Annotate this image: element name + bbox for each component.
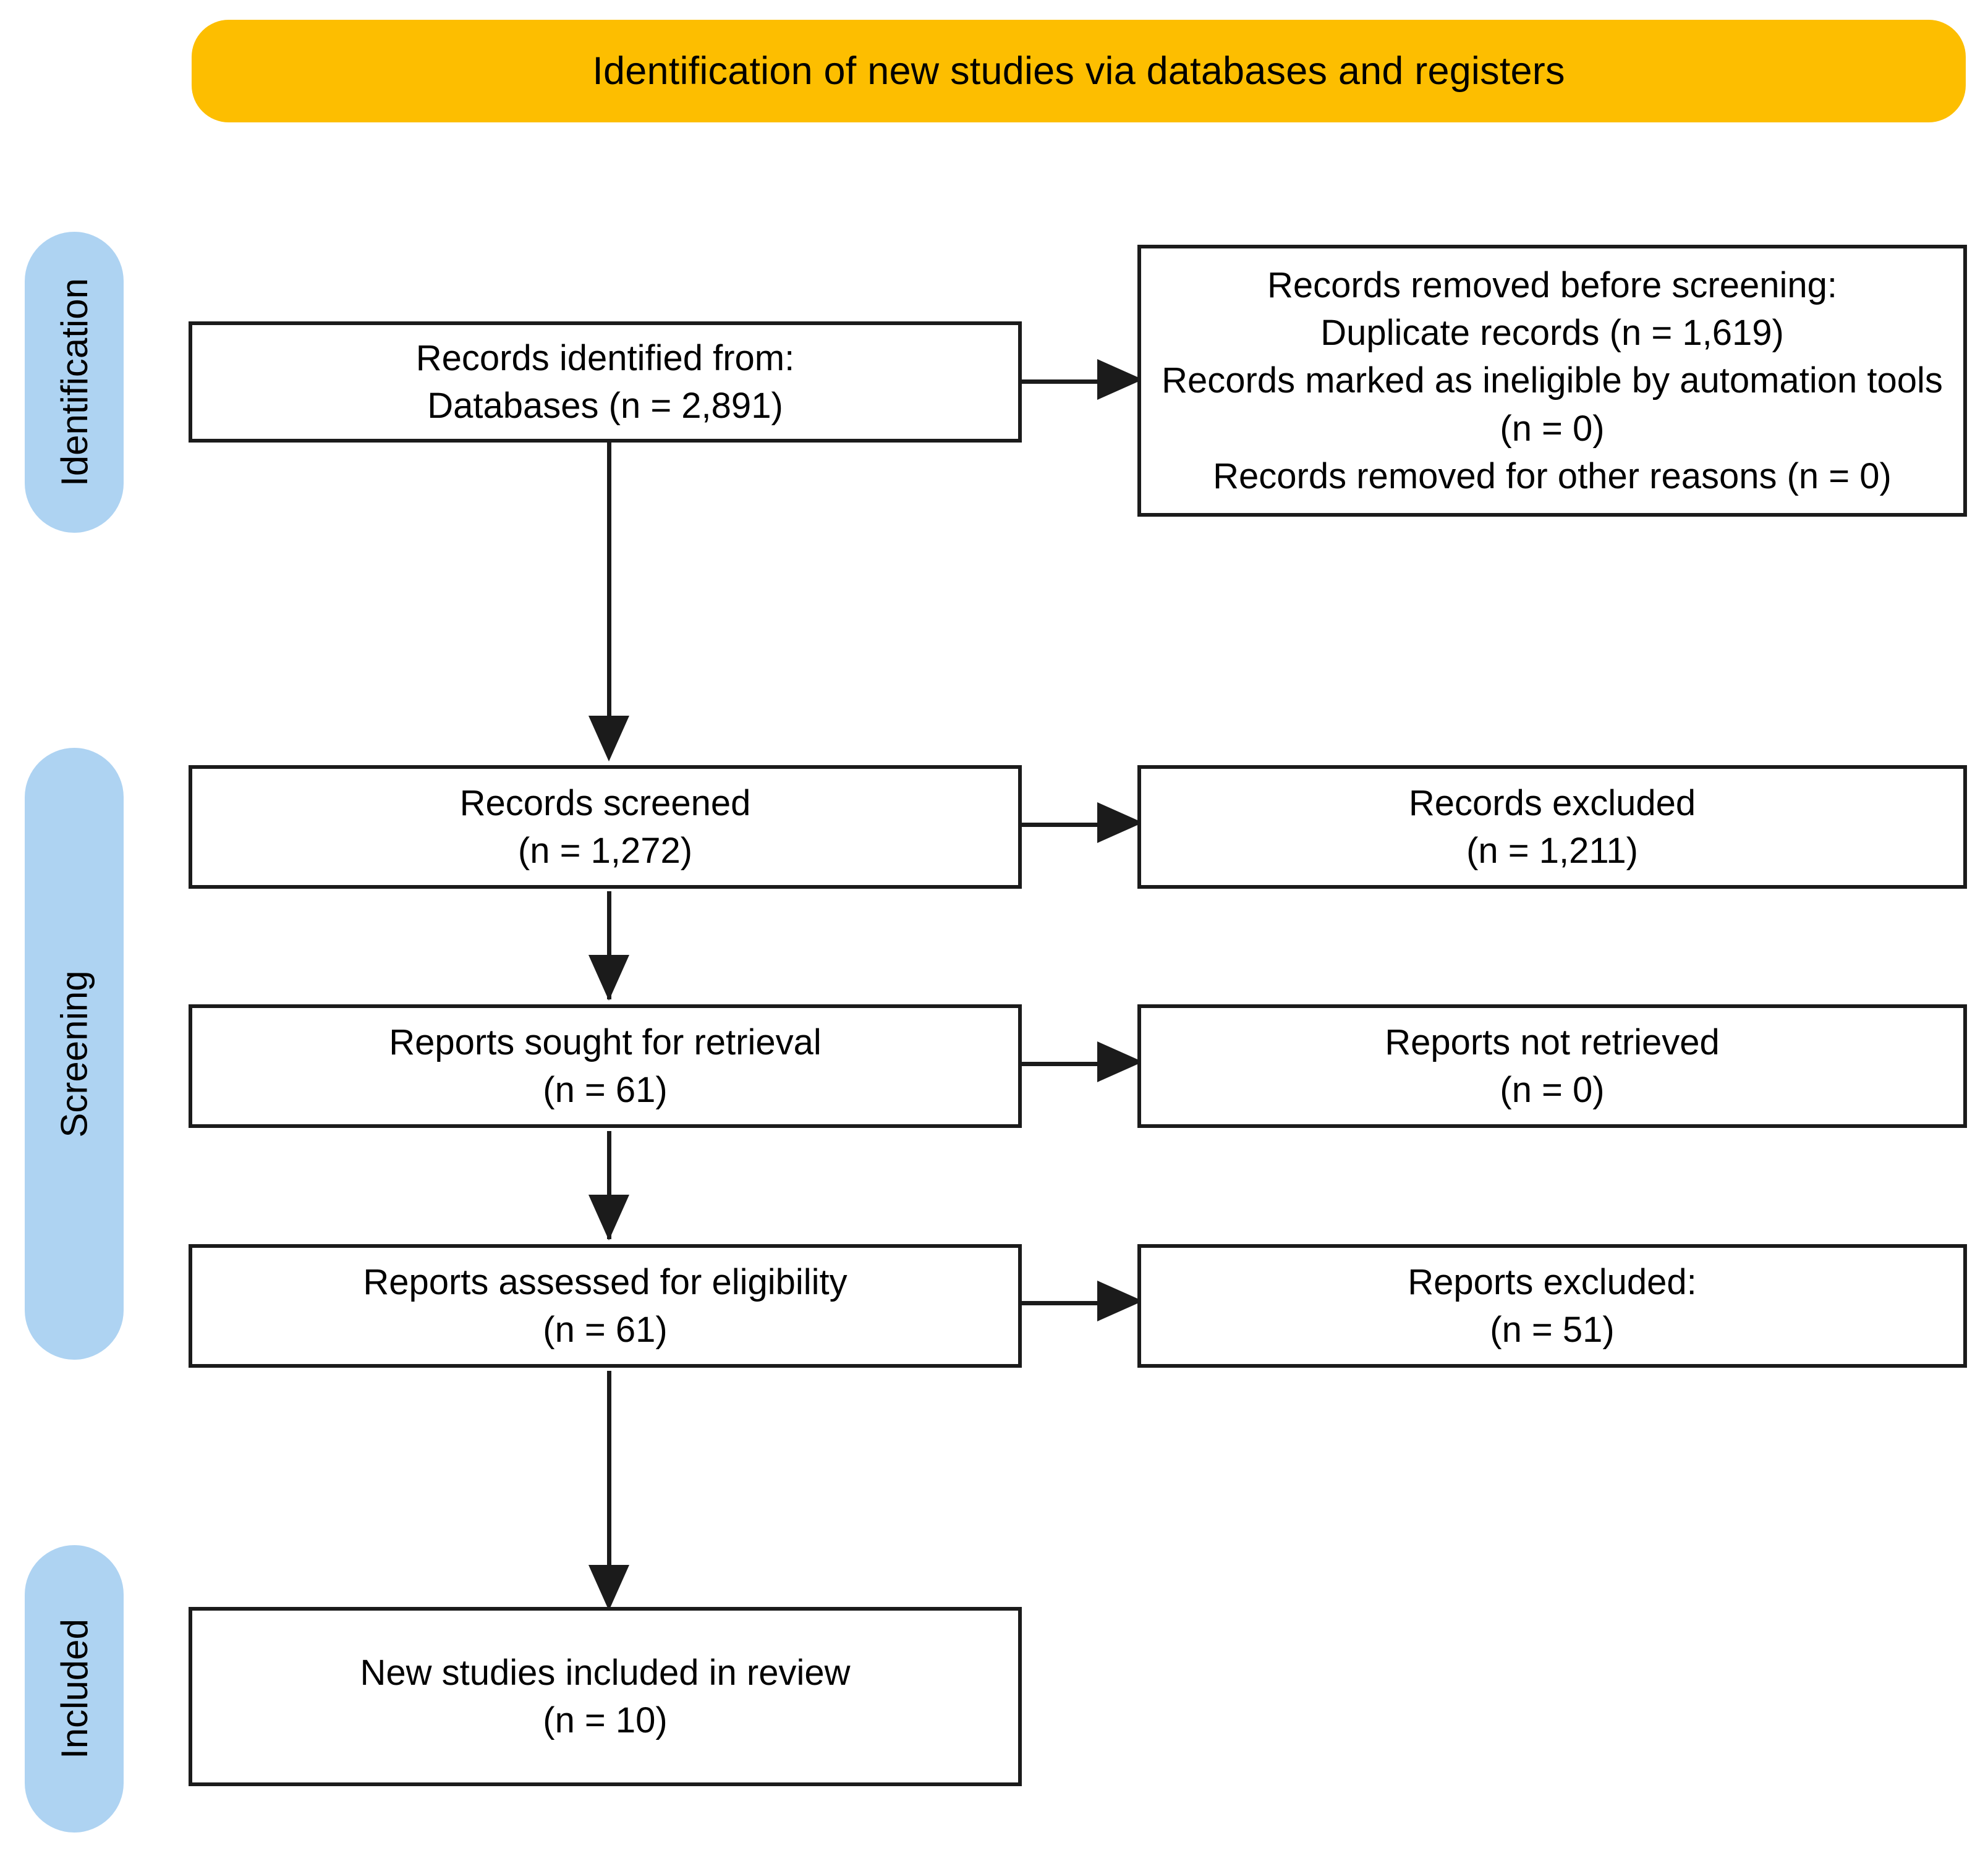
connector-identified-to-screened (607, 440, 611, 743)
reports-excluded-line-1: Reports excluded: (1408, 1261, 1697, 1302)
records-identified-line-2: Databases (n = 2,891) (427, 386, 783, 426)
connector-identified-to-removed (1019, 379, 1108, 384)
connector-screened-to-sought (607, 891, 611, 999)
box-reports-sought[interactable]: Reports sought for retrieval (n = 61) (189, 1004, 1022, 1128)
stage-pill-identification: Identification (25, 232, 124, 533)
diagram-title-banner: Identification of new studies via databa… (192, 20, 1966, 122)
reports-sought-line-1: Reports sought for retrieval (389, 1022, 822, 1062)
box-records-removed[interactable]: Records removed before screening: Duplic… (1137, 245, 1967, 517)
arrowhead-sought-to-assessed (588, 1195, 629, 1240)
reports-assessed-line-1: Reports assessed for eligibility (363, 1261, 847, 1302)
arrowhead-sought-to-not-retrieved (1097, 1041, 1143, 1082)
arrowhead-screened-to-excluded (1097, 802, 1143, 843)
connector-sought-to-not-retrieved (1019, 1062, 1108, 1066)
records-screened-line-1: Records screened (459, 782, 751, 823)
arrowhead-assessed-to-excluded (1097, 1281, 1143, 1321)
box-records-identified[interactable]: Records identified from: Databases (n = … (189, 321, 1022, 443)
new-studies-included-line-1: New studies included in review (360, 1652, 851, 1693)
box-records-screened[interactable]: Records screened (n = 1,272) (189, 765, 1022, 889)
records-excluded-line-2: (n = 1,211) (1466, 831, 1638, 871)
reports-not-retrieved-line-1: Reports not retrieved (1385, 1022, 1720, 1062)
page-title: Identification of new studies via databa… (592, 49, 1565, 93)
records-removed-line-3: Records marked as ineligible by automati… (1162, 360, 1943, 449)
arrowhead-identified-to-screened (588, 716, 629, 761)
arrowhead-assessed-to-included (588, 1565, 629, 1611)
new-studies-included-line-2: (n = 10) (543, 1700, 668, 1740)
arrowhead-screened-to-sought (588, 955, 629, 1001)
stage-pill-screening: Screening (25, 748, 124, 1360)
reports-assessed-line-2: (n = 61) (543, 1310, 668, 1350)
records-excluded-line-1: Records excluded (1408, 782, 1696, 823)
box-reports-assessed[interactable]: Reports assessed for eligibility (n = 61… (189, 1244, 1022, 1368)
records-screened-line-2: (n = 1,272) (517, 831, 693, 871)
connector-sought-to-assessed (607, 1131, 611, 1239)
arrowhead-identified-to-removed (1097, 359, 1143, 400)
stage-label-included: Included (53, 1619, 95, 1759)
box-new-studies-included[interactable]: New studies included in review (n = 10) (189, 1607, 1022, 1786)
records-removed-line-4: Records removed for other reasons (n = 0… (1213, 456, 1892, 496)
reports-not-retrieved-line-2: (n = 0) (1500, 1070, 1605, 1110)
records-identified-line-1: Records identified from: (415, 337, 795, 378)
connector-assessed-to-included (607, 1371, 611, 1600)
records-removed-line-1: Records removed before screening: (1267, 265, 1838, 306)
connector-screened-to-excluded (1019, 823, 1108, 827)
stage-label-screening: Screening (53, 970, 95, 1138)
box-records-excluded[interactable]: Records excluded (n = 1,211) (1137, 765, 1967, 889)
box-reports-excluded[interactable]: Reports excluded: (n = 51) (1137, 1244, 1967, 1368)
stage-pill-included: Included (25, 1545, 124, 1833)
box-reports-not-retrieved[interactable]: Reports not retrieved (n = 0) (1137, 1004, 1967, 1128)
reports-sought-line-2: (n = 61) (543, 1070, 668, 1110)
connector-assessed-to-excluded (1019, 1301, 1108, 1305)
reports-excluded-line-2: (n = 51) (1490, 1310, 1615, 1350)
stage-label-identification: Identification (53, 278, 95, 486)
records-removed-line-2: Duplicate records (n = 1,619) (1320, 313, 1784, 354)
